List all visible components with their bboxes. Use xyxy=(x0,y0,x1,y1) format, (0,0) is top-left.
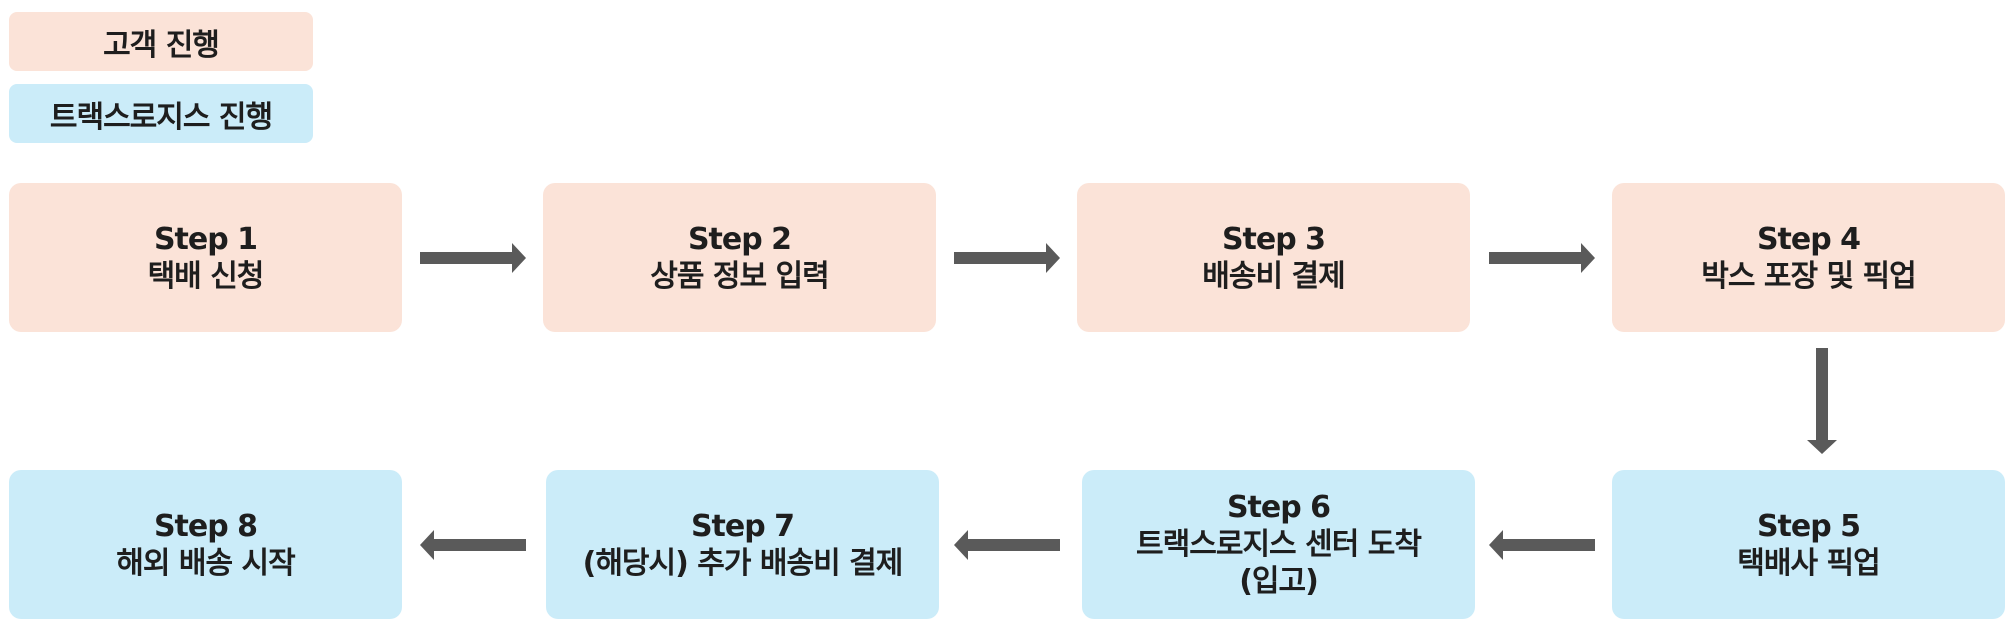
step-4-title: 박스 포장 및 픽업 xyxy=(1701,258,1917,294)
step-1-box: Step 1 택배 신청 xyxy=(9,183,402,332)
step-8-box: Step 8 해외 배송 시작 xyxy=(9,470,402,619)
arrow-left-icon xyxy=(420,530,526,560)
step-6-title-note: (입고) xyxy=(1239,564,1319,599)
arrow-right-icon xyxy=(954,243,1060,273)
arrow-right-icon xyxy=(420,243,526,273)
step-8-title: 해외 배송 시작 xyxy=(116,545,295,581)
step-5-title: 택배사 픽업 xyxy=(1737,545,1880,581)
step-2-box: Step 2 상품 정보 입력 xyxy=(543,183,936,332)
arrow-left-icon xyxy=(954,530,1060,560)
step-6-title: 트랙스로지스 센터 도착 xyxy=(1136,527,1422,562)
legend-customer: 고객 진행 xyxy=(9,12,313,71)
arrow-left-icon xyxy=(1489,530,1595,560)
legend-company-label: 트랙스로지스 진행 xyxy=(49,99,273,135)
step-3-title: 배송비 결제 xyxy=(1202,258,1345,294)
step-6-box: Step 6 트랙스로지스 센터 도착 (입고) xyxy=(1082,470,1475,619)
step-6-number: Step 6 xyxy=(1226,490,1331,525)
step-5-box: Step 5 택배사 픽업 xyxy=(1612,470,2005,619)
legend-company: 트랙스로지스 진행 xyxy=(9,84,313,143)
step-7-number: Step 7 xyxy=(690,508,795,544)
step-3-number: Step 3 xyxy=(1221,221,1326,257)
step-4-box: Step 4 박스 포장 및 픽업 xyxy=(1612,183,2005,332)
step-1-title: 택배 신청 xyxy=(147,258,265,294)
step-2-number: Step 2 xyxy=(687,221,792,257)
step-1-number: Step 1 xyxy=(153,221,258,257)
step-7-box: Step 7 (해당시) 추가 배송비 결제 xyxy=(546,470,939,619)
step-4-number: Step 4 xyxy=(1756,221,1861,257)
legend-customer-label: 고객 진행 xyxy=(103,27,220,63)
step-8-number: Step 8 xyxy=(153,508,258,544)
arrow-right-icon xyxy=(1489,243,1595,273)
arrow-down-icon xyxy=(1807,348,1837,454)
step-2-title: 상품 정보 입력 xyxy=(650,258,829,294)
step-3-box: Step 3 배송비 결제 xyxy=(1077,183,1470,332)
step-7-title: (해당시) 추가 배송비 결제 xyxy=(582,545,904,581)
step-5-number: Step 5 xyxy=(1756,508,1861,544)
